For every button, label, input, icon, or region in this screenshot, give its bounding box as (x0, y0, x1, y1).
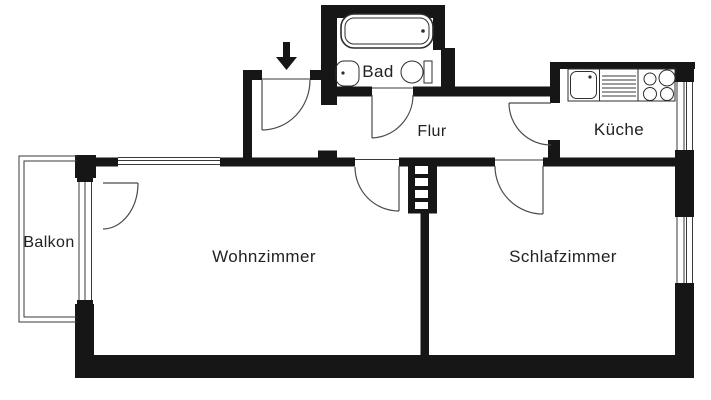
wall-kueche-left-upper (550, 62, 560, 103)
label-flur: Flur (417, 123, 446, 140)
wall-entrance-jamb-left (243, 70, 262, 80)
walls (75, 5, 695, 378)
kitchen-sink-icon (570, 71, 597, 99)
wall-flur-schlafzimmer-east (543, 157, 675, 167)
wall-right-segment-1 (675, 62, 694, 82)
entrance-arrow-icon (276, 42, 297, 70)
wall-pier (318, 150, 337, 159)
wall-flur-north (445, 86, 551, 97)
wall-flur-wohnzimmer (252, 157, 355, 167)
wall-wohnzimmer-schlafzimmer (420, 212, 429, 355)
wall-bad-bottom-west (337, 86, 372, 97)
bathtub-icon (340, 13, 434, 49)
label-kueche: Küche (594, 120, 644, 139)
door-schlafzimmer (494, 159, 544, 215)
window-schlafzimmer (675, 217, 694, 283)
wall-bottom (75, 355, 694, 378)
door-entrance (261, 78, 311, 131)
utility-shaft-icon (408, 157, 437, 214)
balcony-icon (18, 155, 77, 323)
door-bad (371, 87, 414, 139)
wall-bad-left (321, 5, 337, 105)
window-kueche (675, 82, 694, 150)
kitchen-counter-icon (567, 68, 676, 102)
toilet-icon (400, 60, 433, 84)
wall-kueche-top (550, 62, 695, 69)
wall-right-segment-2 (675, 150, 694, 217)
door-balcony (102, 182, 139, 230)
wall-corner-bottom-left (75, 304, 94, 378)
window-balcony-door (77, 178, 93, 305)
wall-corner-top-left (75, 155, 96, 178)
washbasin-icon (335, 60, 360, 87)
wall-wohnzimmer-top-east (220, 157, 252, 167)
wall-kueche-left-lower (548, 140, 560, 159)
kitchen-drainer-icon (602, 75, 636, 97)
wall-bad-bottom-east (413, 86, 445, 97)
door-wohnzimmer (354, 159, 400, 212)
door-kueche (508, 102, 552, 146)
window-wohnzimmer-top (118, 156, 220, 167)
wall-wohnzimmer-top-west (94, 157, 118, 167)
wall-vestibule-left (243, 70, 252, 167)
label-balkon: Balkon (23, 234, 74, 251)
wall-right-segment-3 (675, 283, 694, 378)
label-schlafzimmer: Schlafzimmer (509, 247, 617, 266)
label-bad: Bad (362, 62, 393, 81)
wall-bad-right-lower (441, 48, 455, 96)
wall-flur-schlafzimmer-west (437, 157, 495, 167)
stove-burners-icon (643, 69, 676, 101)
wall-entrance-jamb-right (310, 70, 327, 80)
wall-bad-right-upper (433, 5, 445, 50)
label-wohnzimmer: Wohnzimmer (212, 247, 316, 266)
wall-door-to-shaft (399, 157, 410, 167)
